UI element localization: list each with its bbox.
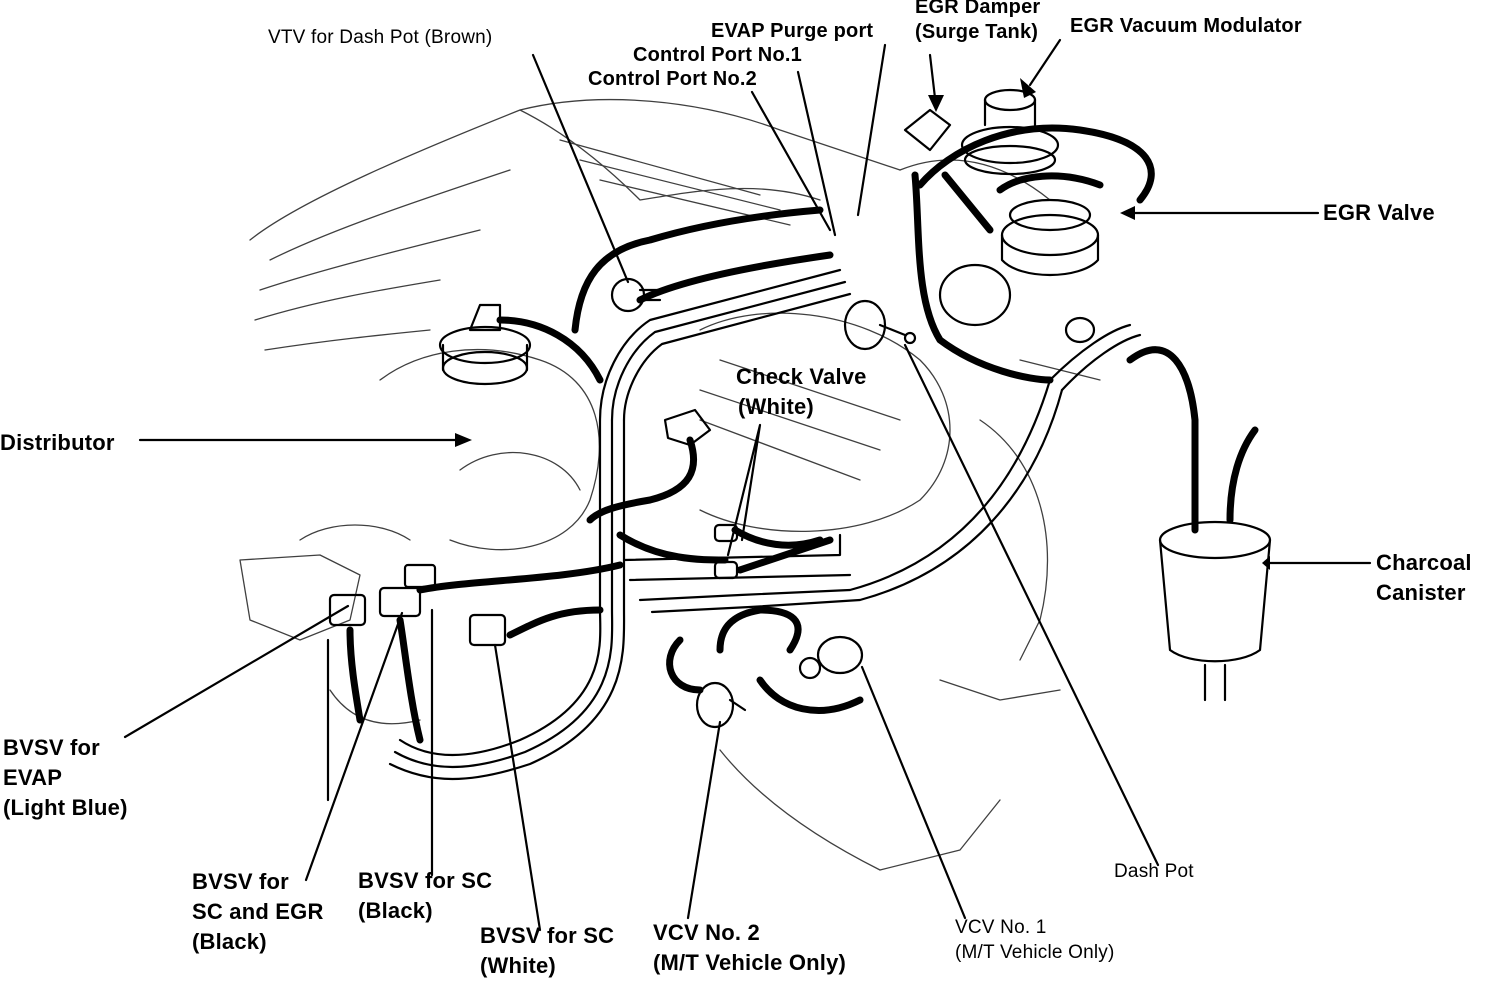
label-bvsv-sc-egr: BVSV for SC and EGR (Black)	[192, 869, 324, 954]
label-vcv-no2: VCV No. 2 (M/T Vehicle Only)	[653, 920, 847, 975]
label-evap-purge-port: EVAP Purge port	[711, 20, 874, 42]
egr-valve-body	[1000, 198, 1100, 344]
label-distributor: Distributor	[0, 430, 115, 455]
label-vtv-dash-pot: VTV for Dash Pot (Brown)	[268, 27, 493, 48]
engine-block-outline	[239, 98, 1101, 871]
label-check-valve: Check Valve (White)	[736, 364, 867, 419]
distributor-body	[438, 303, 532, 386]
label-dash-pot: Dash Pot	[1114, 861, 1194, 882]
vacuum-pipe-bundle	[388, 268, 1142, 781]
arrowheads	[455, 78, 1270, 570]
vcv-bodies	[695, 635, 864, 729]
leader-lines	[123, 38, 1372, 932]
label-egr-damper: EGR Damper (Surge Tank)	[915, 0, 1041, 43]
label-egr-vacuum-modulator: EGR Vacuum Modulator	[1070, 15, 1302, 37]
check-valve-body	[663, 408, 739, 580]
label-vcv-no1: VCV No. 1 (M/T Vehicle Only)	[955, 917, 1115, 963]
label-bvsv-sc-white: BVSV for SC (White)	[480, 923, 615, 978]
bvsv-bodies	[328, 563, 507, 647]
label-bvsv-sc-black: BVSV for SC (Black)	[358, 868, 493, 923]
label-charcoal-canister: Charcoal Canister	[1376, 550, 1472, 605]
label-control-port-2: Control Port No.2	[588, 68, 757, 90]
dash-pot-body	[843, 299, 917, 351]
egr-vacuum-modulator-body	[960, 88, 1060, 176]
label-egr-valve: EGR Valve	[1323, 200, 1435, 225]
egr-damper-body	[903, 108, 1012, 327]
vacuum-hoses	[346, 124, 1259, 744]
label-control-port-1: Control Port No.1	[633, 44, 802, 66]
label-bvsv-evap: BVSV for EVAP (Light Blue)	[3, 735, 128, 820]
charcoal-canister-body	[1158, 520, 1272, 702]
